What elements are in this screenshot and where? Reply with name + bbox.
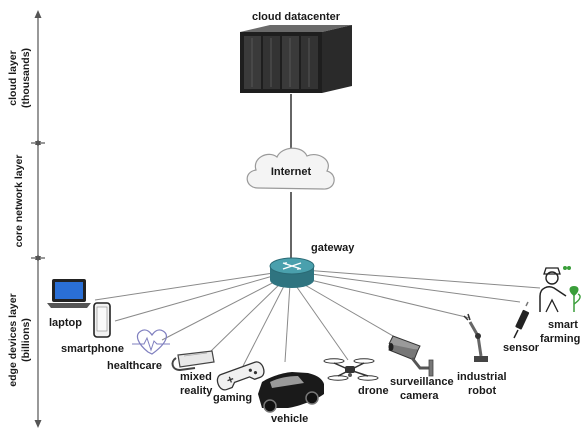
server-rack-icon [240, 25, 352, 93]
sensor-icon [513, 301, 530, 339]
laptop-icon [47, 279, 91, 308]
core-layer-title: core network layer [13, 155, 25, 248]
mixed-reality-label-line1: mixed [180, 371, 212, 383]
edge-layer-label: edge devices layer (billions) [7, 293, 32, 386]
drone-icon [323, 358, 379, 381]
edge-layer-title: edge devices layer [7, 293, 19, 386]
robot-arm-icon [463, 313, 488, 362]
cloud-layer-subtitle: (thousands) [20, 48, 32, 108]
smart-farming-label-line1: smart [548, 319, 578, 331]
core-layer-label: core network layer [13, 155, 25, 248]
farmer-icon [539, 266, 581, 313]
edge-layer-subtitle: (billions) [20, 318, 32, 362]
datacenter-label: cloud datacenter [252, 11, 341, 23]
industrial-robot-label-line1: industrial [457, 371, 507, 383]
gaming-label: gaming [213, 392, 252, 404]
gateway-label: gateway [311, 242, 355, 254]
laptop-label: laptop [49, 317, 82, 329]
internet-label: Internet [271, 166, 312, 178]
router-icon [269, 257, 315, 288]
smart-farming-label-line2: farming [540, 333, 580, 345]
surveillance-camera-label-line2: camera [400, 390, 439, 402]
car-icon [258, 372, 324, 413]
vehicle-label: vehicle [271, 413, 308, 425]
device-links [94, 269, 541, 369]
mixed-reality-label-line2: reality [180, 385, 213, 397]
surveillance-camera-label-line1: surveillance [390, 376, 454, 388]
gamepad-icon [216, 361, 265, 391]
cloud-layer-label: cloud layer (thousands) [7, 48, 32, 108]
layer-axis [31, 10, 45, 428]
industrial-robot-label-line2: robot [468, 385, 496, 397]
smartphone-label: smartphone [61, 343, 124, 355]
smartphone-icon [93, 302, 111, 338]
cloud-layer-title: cloud layer [7, 50, 19, 105]
healthcare-label: healthcare [107, 360, 162, 372]
sensor-label: sensor [503, 342, 540, 354]
cloud-icon [246, 147, 335, 190]
heart-rate-icon [132, 329, 170, 355]
vr-headset-icon [171, 350, 215, 372]
drone-label: drone [358, 385, 389, 397]
security-camera-icon [388, 335, 434, 377]
